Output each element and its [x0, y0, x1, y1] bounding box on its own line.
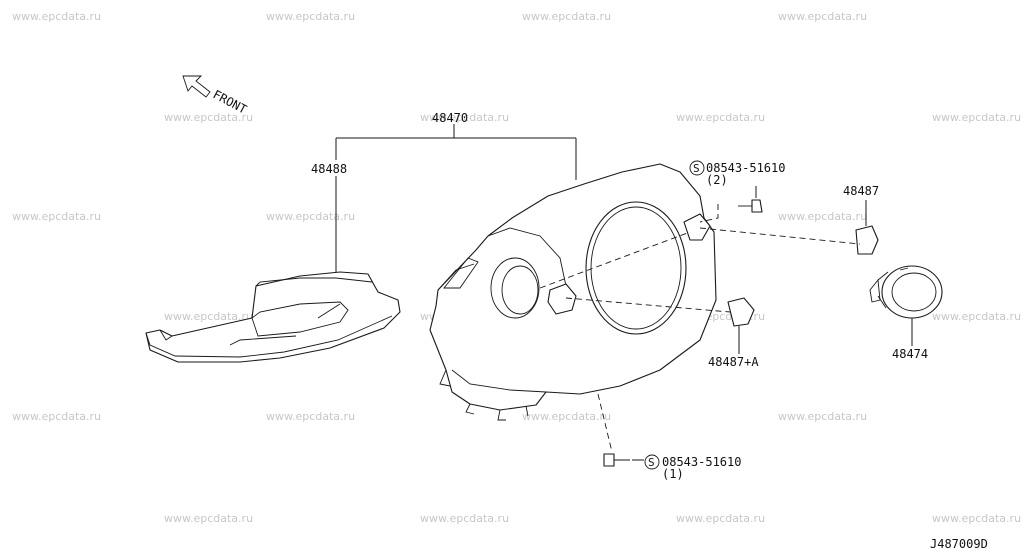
clip-48487	[855, 225, 879, 255]
part-number-48487: 48487	[843, 184, 879, 198]
part-number-48474: 48474	[892, 347, 928, 361]
leader-lines	[335, 124, 913, 461]
part-labels: 48470 48488 48487 48487+A 48474 S 08543-…	[311, 111, 988, 551]
watermark: www.epcdata.ru	[266, 410, 355, 423]
screw-part-number-bottom: 08543-51610	[662, 455, 741, 469]
watermark: www.epcdata.ru	[12, 410, 101, 423]
watermark: www.epcdata.ru	[164, 512, 253, 525]
screw-top	[738, 199, 763, 213]
clip-48487a	[727, 297, 755, 327]
screw-symbol: S	[648, 456, 655, 469]
watermark: www.epcdata.ru	[932, 512, 1021, 525]
lower-column-cover-48488	[145, 271, 401, 363]
watermark: www.epcdata.ru	[420, 111, 509, 124]
watermark: www.epcdata.ru	[778, 210, 867, 223]
watermark: www.epcdata.ru	[676, 111, 765, 124]
watermark: www.epcdata.ru	[522, 410, 611, 423]
screw-symbol: S	[693, 162, 700, 175]
screw-symbol-icon	[644, 454, 660, 470]
part-number-48488: 48488	[311, 162, 347, 176]
watermark: www.epcdata.ru	[778, 10, 867, 23]
watermark: www.epcdata.ru	[164, 310, 253, 323]
screw-qty-bottom: (1)	[662, 467, 684, 481]
part-number-48487a: 48487+A	[708, 355, 759, 369]
watermark: www.epcdata.ru	[12, 210, 101, 223]
part-number-48470: 48470	[432, 111, 468, 125]
screw-symbol-icon	[689, 160, 705, 176]
watermark: www.epcdata.ru	[932, 111, 1021, 124]
watermark: www.epcdata.ru	[266, 210, 355, 223]
upper-column-cover-48470	[429, 163, 717, 421]
front-arrow-icon	[182, 75, 211, 98]
screw-part-number-top: 08543-51610	[706, 161, 785, 175]
watermark: www.epcdata.ru	[266, 10, 355, 23]
watermark: www.epcdata.ru	[932, 310, 1021, 323]
watermark: www.epcdata.ru	[778, 410, 867, 423]
watermark: www.epcdata.ru	[12, 10, 101, 23]
screw-bottom	[603, 453, 630, 467]
watermark: www.epcdata.ru	[164, 111, 253, 124]
bezel-48474	[869, 265, 943, 319]
diagram-code: J487009D	[930, 537, 988, 551]
watermark: www.epcdata.ru	[522, 10, 611, 23]
watermark: www.epcdata.ru	[676, 512, 765, 525]
screw-qty-top: (2)	[706, 173, 728, 187]
watermark: www.epcdata.ru	[420, 512, 509, 525]
